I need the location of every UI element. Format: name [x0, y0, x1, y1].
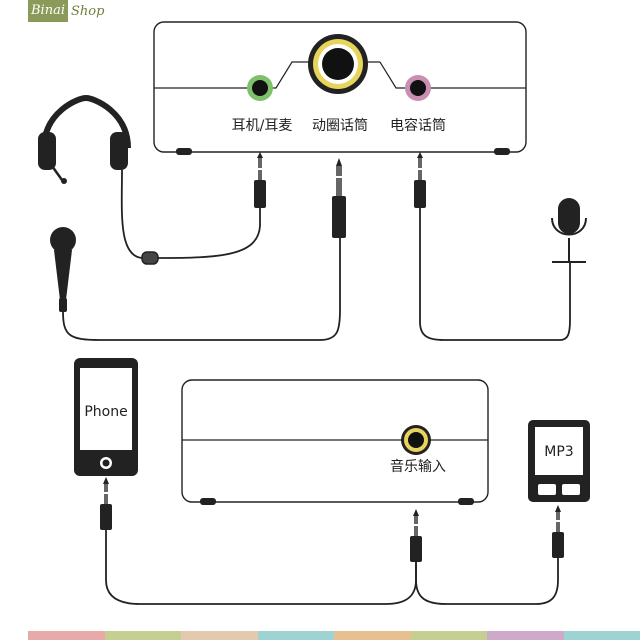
- phone-icon: [74, 358, 138, 476]
- bottom-sound-card: [181, 379, 489, 505]
- dynamic-microphone-icon: [50, 227, 76, 312]
- stripe-segment: [410, 631, 487, 640]
- phone-plug-icon: [100, 477, 112, 530]
- headset-jack-icon[interactable]: [247, 75, 273, 101]
- stripe-segment: [334, 631, 411, 640]
- condenser-mic-port-label: 电容话筒: [390, 117, 446, 134]
- music-input-jack-icon[interactable]: [401, 425, 431, 455]
- stripe-segment: [28, 631, 105, 640]
- dynamic-mic-plug-icon: [332, 158, 346, 238]
- stripe-segment: [181, 631, 258, 640]
- color-stripe-decoration: [28, 631, 640, 640]
- condenser-mic-plug-icon: [414, 152, 426, 208]
- headset-plug-icon: [254, 152, 266, 208]
- headset-cable-clip: [141, 251, 159, 265]
- headphones-icon: [38, 94, 131, 184]
- stripe-segment: [487, 631, 564, 640]
- phone-label: Phone: [84, 404, 127, 420]
- mp3-player-icon: [528, 420, 590, 502]
- stripe-segment: [104, 631, 181, 640]
- dynamic-mic-port-label: 动圈话筒: [312, 117, 368, 134]
- stripe-segment: [563, 631, 640, 640]
- condenser-mic-jack-icon[interactable]: [405, 75, 431, 101]
- music-input-plug-icon: [410, 509, 422, 562]
- dynamic-mic-jack-icon[interactable]: [308, 34, 368, 94]
- headset-port-label: 耳机/耳麦: [232, 118, 293, 134]
- stripe-segment: [257, 631, 334, 640]
- condenser-microphone-icon: [551, 198, 587, 263]
- brand-logo-part2: Shop: [71, 3, 105, 19]
- mp3-label: MP3: [544, 444, 573, 460]
- brand-logo-part1: Binai: [28, 0, 68, 22]
- music-input-port-label: 音乐输入: [390, 458, 446, 475]
- mp3-plug-icon: [552, 505, 564, 558]
